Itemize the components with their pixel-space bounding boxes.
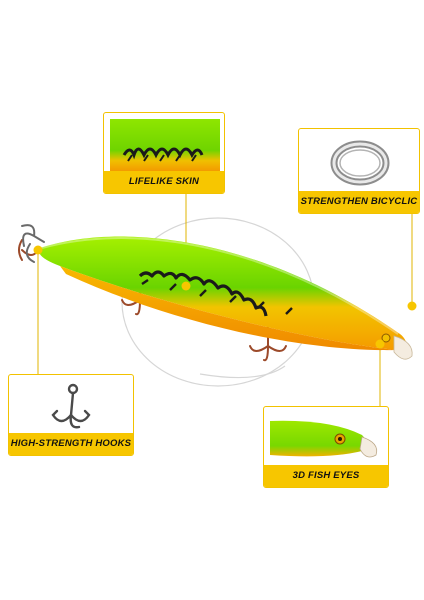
callout-label: HIGH-STRENGTH HOOKS	[9, 433, 133, 455]
callout-label: 3D FISH EYES	[264, 465, 388, 487]
callout-label: STRENGTHEN BICYCLIC	[299, 191, 419, 213]
lure-lip	[393, 335, 413, 360]
fishing-lure	[38, 236, 413, 360]
callout-split-ring: STRENGTHEN BICYCLIC	[298, 128, 420, 214]
eye-icon	[381, 333, 391, 343]
split-ring-image	[330, 140, 390, 186]
skin-closeup-image	[110, 119, 220, 171]
leader-dots	[33, 245, 417, 349]
stripe-pattern	[138, 270, 268, 317]
tail-hook-icon	[21, 224, 45, 263]
background-arc	[199, 365, 286, 379]
callout-lifelike-skin: LIFELIKE SKIN	[103, 112, 225, 194]
callout-fish-eyes: 3D FISH EYES	[263, 406, 389, 488]
callout-label: LIFELIKE SKIN	[104, 171, 224, 193]
eye-closeup-image	[270, 420, 378, 458]
callout-hooks: HIGH-STRENGTH HOOKS	[8, 374, 134, 456]
treble-hook-image	[51, 383, 91, 429]
